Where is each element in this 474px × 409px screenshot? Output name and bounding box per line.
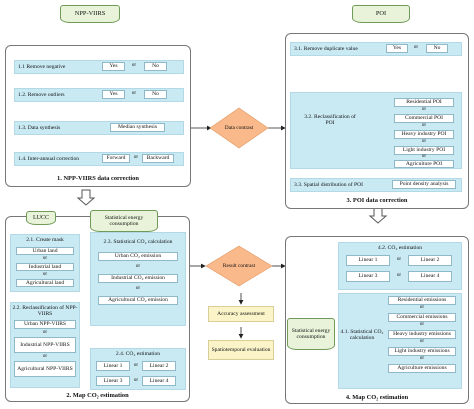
p2-linear-4: Linear 4 <box>142 376 176 386</box>
poi-source: POI <box>352 5 410 23</box>
or-4-1d: or <box>419 356 425 361</box>
step-3-2-label: 3.2. Reclassification of POI <box>304 113 356 126</box>
npp-viirs-label: NPP-VIIRS <box>74 10 106 18</box>
step-1-1: 1.1 Remove negative <box>14 60 184 74</box>
land-0: Urban land <box>16 247 74 255</box>
yes-box-1-1: Yes <box>102 62 125 71</box>
result-contrast-label: Result contrast <box>222 262 256 269</box>
or-1-2: or <box>131 91 137 96</box>
or-3-2c: or <box>421 139 427 144</box>
step-3-1: 3.1. Remove duplicate value <box>290 42 462 56</box>
step-1-4: 1.4. Inter-annual correction <box>14 152 184 166</box>
forward-box: Forward <box>102 154 130 163</box>
or-3-2b: or <box>421 123 427 128</box>
or-4-2b: or <box>396 273 402 278</box>
or-4-1c: or <box>419 339 425 344</box>
p4-emission-2: Heavy industry emissions <box>388 330 456 339</box>
p2-linear-2: Linear 2 <box>142 361 176 371</box>
or-2-4a: or <box>133 363 139 368</box>
density-box: Point density analysis <box>392 180 456 189</box>
npp-viirs-source: NPP-VIIRS <box>60 5 120 23</box>
step-4-2-box <box>338 242 462 290</box>
or-2-3b: or <box>135 286 141 291</box>
panel-2-title: 2. Map CO₂ estimation <box>66 392 129 399</box>
p4-linear-1: Linear 1 <box>346 255 390 266</box>
accuracy-assessment-box: Accuracy assessment <box>208 306 274 322</box>
no-box-1-1: No <box>144 62 167 71</box>
poi-class-4: Agriculture POI <box>394 160 454 168</box>
or-2-4b: or <box>133 378 139 383</box>
or-3-2d: or <box>421 154 427 159</box>
no-box-3-1: No <box>426 44 448 53</box>
p2-linear-3: Linear 3 <box>96 376 130 386</box>
poi-label: POI <box>375 10 387 18</box>
step-4-1-box <box>338 293 462 389</box>
p2-linear-1: Linear 1 <box>96 361 130 371</box>
recl-item-0: Urban NPP-VIIRS <box>14 320 76 329</box>
step-2-3-label: 2.3. Statistical CO₂ calculation <box>103 238 173 245</box>
emission-1: Industrial CO₂ emission <box>98 274 178 283</box>
or-4-1b: or <box>419 322 425 327</box>
energy-source-right: Statistical energy consumption <box>287 318 335 350</box>
or-2-1b: or <box>42 272 48 277</box>
p4-emission-4: Agriculture emissions <box>388 364 456 373</box>
lucc-source: LUCC <box>26 211 56 225</box>
p4-linear-3: Linear 3 <box>346 271 390 282</box>
p4-emission-1: Commercial emissions <box>388 313 456 322</box>
or-2-3a: or <box>135 264 141 269</box>
p4-linear-4: Linear 4 <box>408 271 452 282</box>
step-2-1-label: 2.1. Create mask <box>26 236 64 243</box>
p4-emission-0: Residential emissions <box>388 296 456 305</box>
panel-3-title: 3. POI data correction <box>346 197 408 204</box>
land-2: Agricultural land <box>16 279 74 287</box>
step-2-2-label: 2.2. Reclassification of NPP-VIIRS <box>12 304 78 317</box>
step-4-2-label: 4.2. CO₂ estimation <box>377 245 423 252</box>
recl-item-2: Agricultural NPP-VIIRS <box>14 361 76 377</box>
emission-2: Agricultural CO₂ emission <box>98 296 178 305</box>
energy-source-top: Statistical energy consumption <box>90 210 158 232</box>
or-1-4: or <box>133 155 139 160</box>
panel-1-title: 1. NPP-VIIRS data correction <box>57 175 139 182</box>
no-box-1-2: No <box>144 90 167 99</box>
yes-box-1-2: Yes <box>102 90 125 99</box>
or-3-1: or <box>413 45 419 50</box>
or-2-1a: or <box>42 256 48 261</box>
step-1-2: 1.2. Remove outliers <box>14 88 184 102</box>
or-4-2a: or <box>396 257 402 262</box>
or-2-2b: or <box>42 354 48 359</box>
step-2-4-label: 2.4. CO₂ estimation <box>115 351 161 358</box>
poi-class-2: Heavy industry POI <box>394 130 454 139</box>
step-4-1-label: 4.1. Statistical CO₂ calculation <box>340 328 384 341</box>
poi-class-0: Residential POI <box>394 98 454 107</box>
p4-emission-3: Light industry emissions <box>388 347 456 356</box>
data-contrast-label: Data contrast <box>224 124 254 131</box>
backward-box: Backward <box>142 154 174 163</box>
p4-linear-2: Linear 2 <box>408 255 452 266</box>
or-2-2a: or <box>42 330 48 335</box>
land-1: Industrial land <box>16 263 74 271</box>
or-3-2a: or <box>421 107 427 112</box>
recl-item-1: Industrial NPP-VIIRS <box>14 337 76 353</box>
result-contrast-diamond <box>205 245 273 287</box>
spatiotemporal-evaluation-box: Spatiotemporal evaluation <box>208 340 274 360</box>
poi-class-1: Commercial POI <box>394 114 454 123</box>
or-1-1: or <box>131 63 137 68</box>
median-box: Median synthesis <box>110 123 165 132</box>
yes-box-3-1: Yes <box>386 44 408 53</box>
data-contrast-diamond <box>209 107 269 149</box>
or-4-1a: or <box>419 305 425 310</box>
poi-class-3: Light industry POI <box>394 146 454 155</box>
emission-0: Urban CO₂ emission <box>98 252 178 261</box>
panel-4-title: 4. Map CO₂ estimation <box>345 394 409 401</box>
